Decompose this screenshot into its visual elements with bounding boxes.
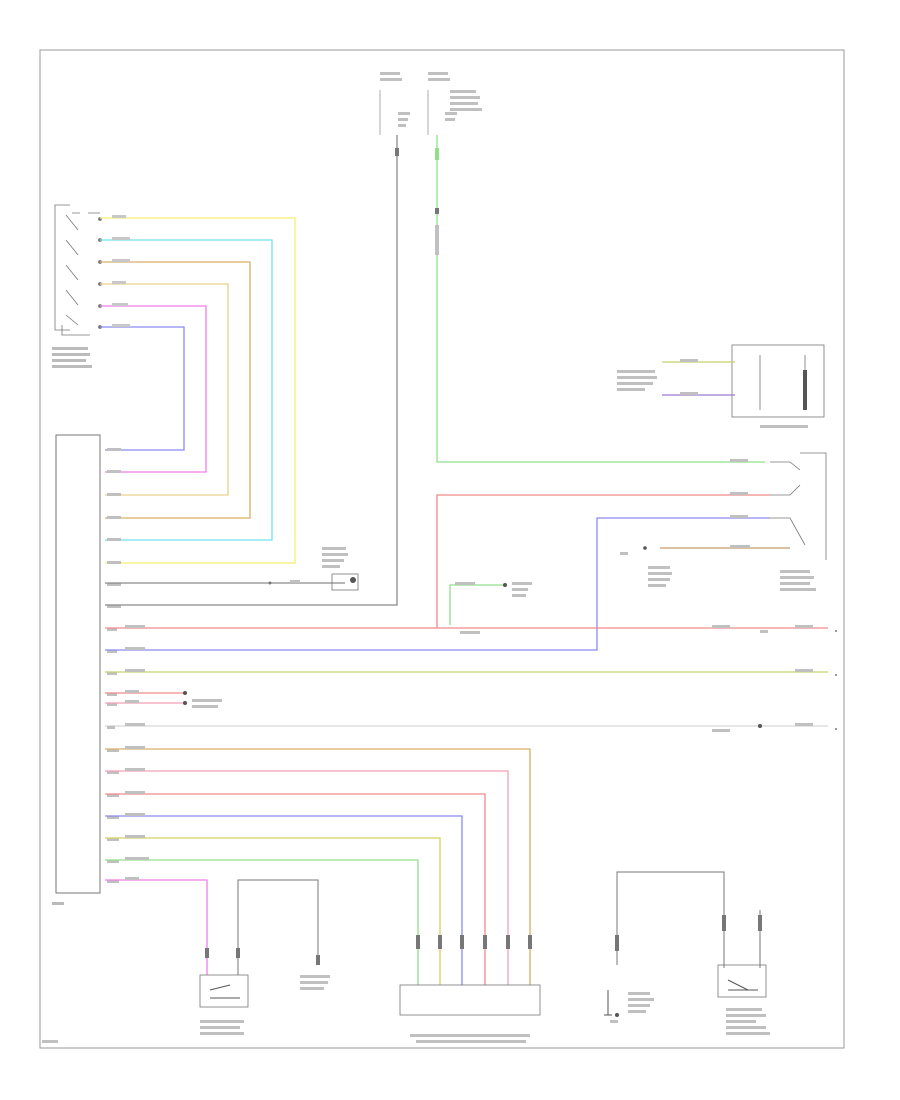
lamp-component — [331, 573, 359, 591]
wire-blue-bottom — [105, 815, 463, 985]
wire-cyan — [100, 239, 273, 541]
brown-wire-terminal — [643, 546, 647, 550]
module-pin-labels — [107, 448, 121, 883]
wire-gray-bottom-right — [616, 871, 725, 968]
bus-terminal-red — [835, 630, 837, 632]
control-module-caption — [52, 902, 64, 905]
top-fuse-labels — [380, 72, 482, 127]
wire-tan-bottom — [105, 748, 531, 985]
red-stub-terminal-1 — [183, 691, 187, 695]
lamp-junction — [268, 581, 272, 585]
bottom-right-pin-1 — [615, 935, 619, 951]
bottom-wire-labels — [125, 746, 149, 860]
wire-gray-bottom-switch — [237, 879, 319, 975]
bottom-center-module — [399, 984, 541, 1016]
page-mark — [42, 1040, 58, 1043]
bottom-right-switch-contact — [727, 979, 758, 991]
bottom-left-switch-contact — [209, 984, 240, 999]
bottom-right-switch — [717, 964, 767, 998]
mode-switch-component — [54, 204, 102, 336]
bottom-left-labels — [125, 877, 330, 1035]
right-unit-labels — [617, 359, 808, 428]
bus-terminal-olive — [835, 674, 837, 676]
wire-green-label — [435, 225, 439, 255]
wire-green-connector-1 — [435, 148, 439, 160]
lamp-caption — [290, 547, 348, 583]
bottom-right-pin-2 — [722, 915, 726, 931]
wire-green-bottom — [105, 859, 419, 985]
wire-gray-connector — [395, 148, 399, 156]
wire-green-branch — [449, 584, 505, 625]
red-stub-terminal-2 — [183, 701, 187, 705]
bottom-right-pin-3 — [758, 915, 762, 931]
right-switch-component — [770, 452, 827, 560]
wire-green-fuse — [436, 135, 765, 463]
wire-blue-switch — [105, 517, 770, 651]
bottom-module-pins — [416, 935, 532, 949]
right-switch-labels — [620, 459, 816, 591]
bottom-center-module-caption — [410, 1034, 530, 1043]
wire-magenta — [100, 305, 207, 473]
switch-wire-labels — [112, 215, 130, 327]
green-branch-labels — [455, 582, 532, 597]
bottom-left-switch-pin-1 — [205, 948, 209, 958]
right-unit-block — [731, 344, 825, 418]
red-stub-labels — [125, 690, 222, 708]
wire-red-switch — [436, 494, 770, 628]
ground-terminal — [615, 1013, 619, 1017]
wire-yellow — [100, 217, 296, 564]
ground-connector — [316, 955, 320, 965]
wire-green-connector-2 — [435, 208, 439, 214]
lamp-icon — [350, 577, 356, 583]
bottom-left-switch-pin-2 — [236, 948, 240, 958]
wire-pink-bottom — [105, 770, 509, 985]
gray-bus-junction — [758, 724, 762, 728]
wire-magenta-bottom-switch — [105, 879, 208, 975]
wire-light-orange — [100, 283, 229, 496]
control-module-block — [55, 434, 101, 894]
bus-terminal-gray — [835, 728, 837, 730]
right-unit-indicator — [803, 370, 807, 410]
green-branch-terminal — [503, 583, 507, 587]
wire-gray-fuse — [105, 135, 398, 606]
mode-switch-caption — [52, 347, 92, 368]
wire-blue — [100, 326, 185, 451]
bus-labels — [125, 625, 813, 732]
bottom-right-labels — [610, 992, 770, 1035]
wire-red-bottom — [105, 793, 486, 985]
wire-tan — [100, 261, 251, 519]
diagram-frame — [39, 49, 845, 1049]
ground-symbol — [604, 990, 612, 1016]
bottom-left-switch — [199, 974, 249, 1008]
right-unit-detail — [759, 355, 806, 410]
